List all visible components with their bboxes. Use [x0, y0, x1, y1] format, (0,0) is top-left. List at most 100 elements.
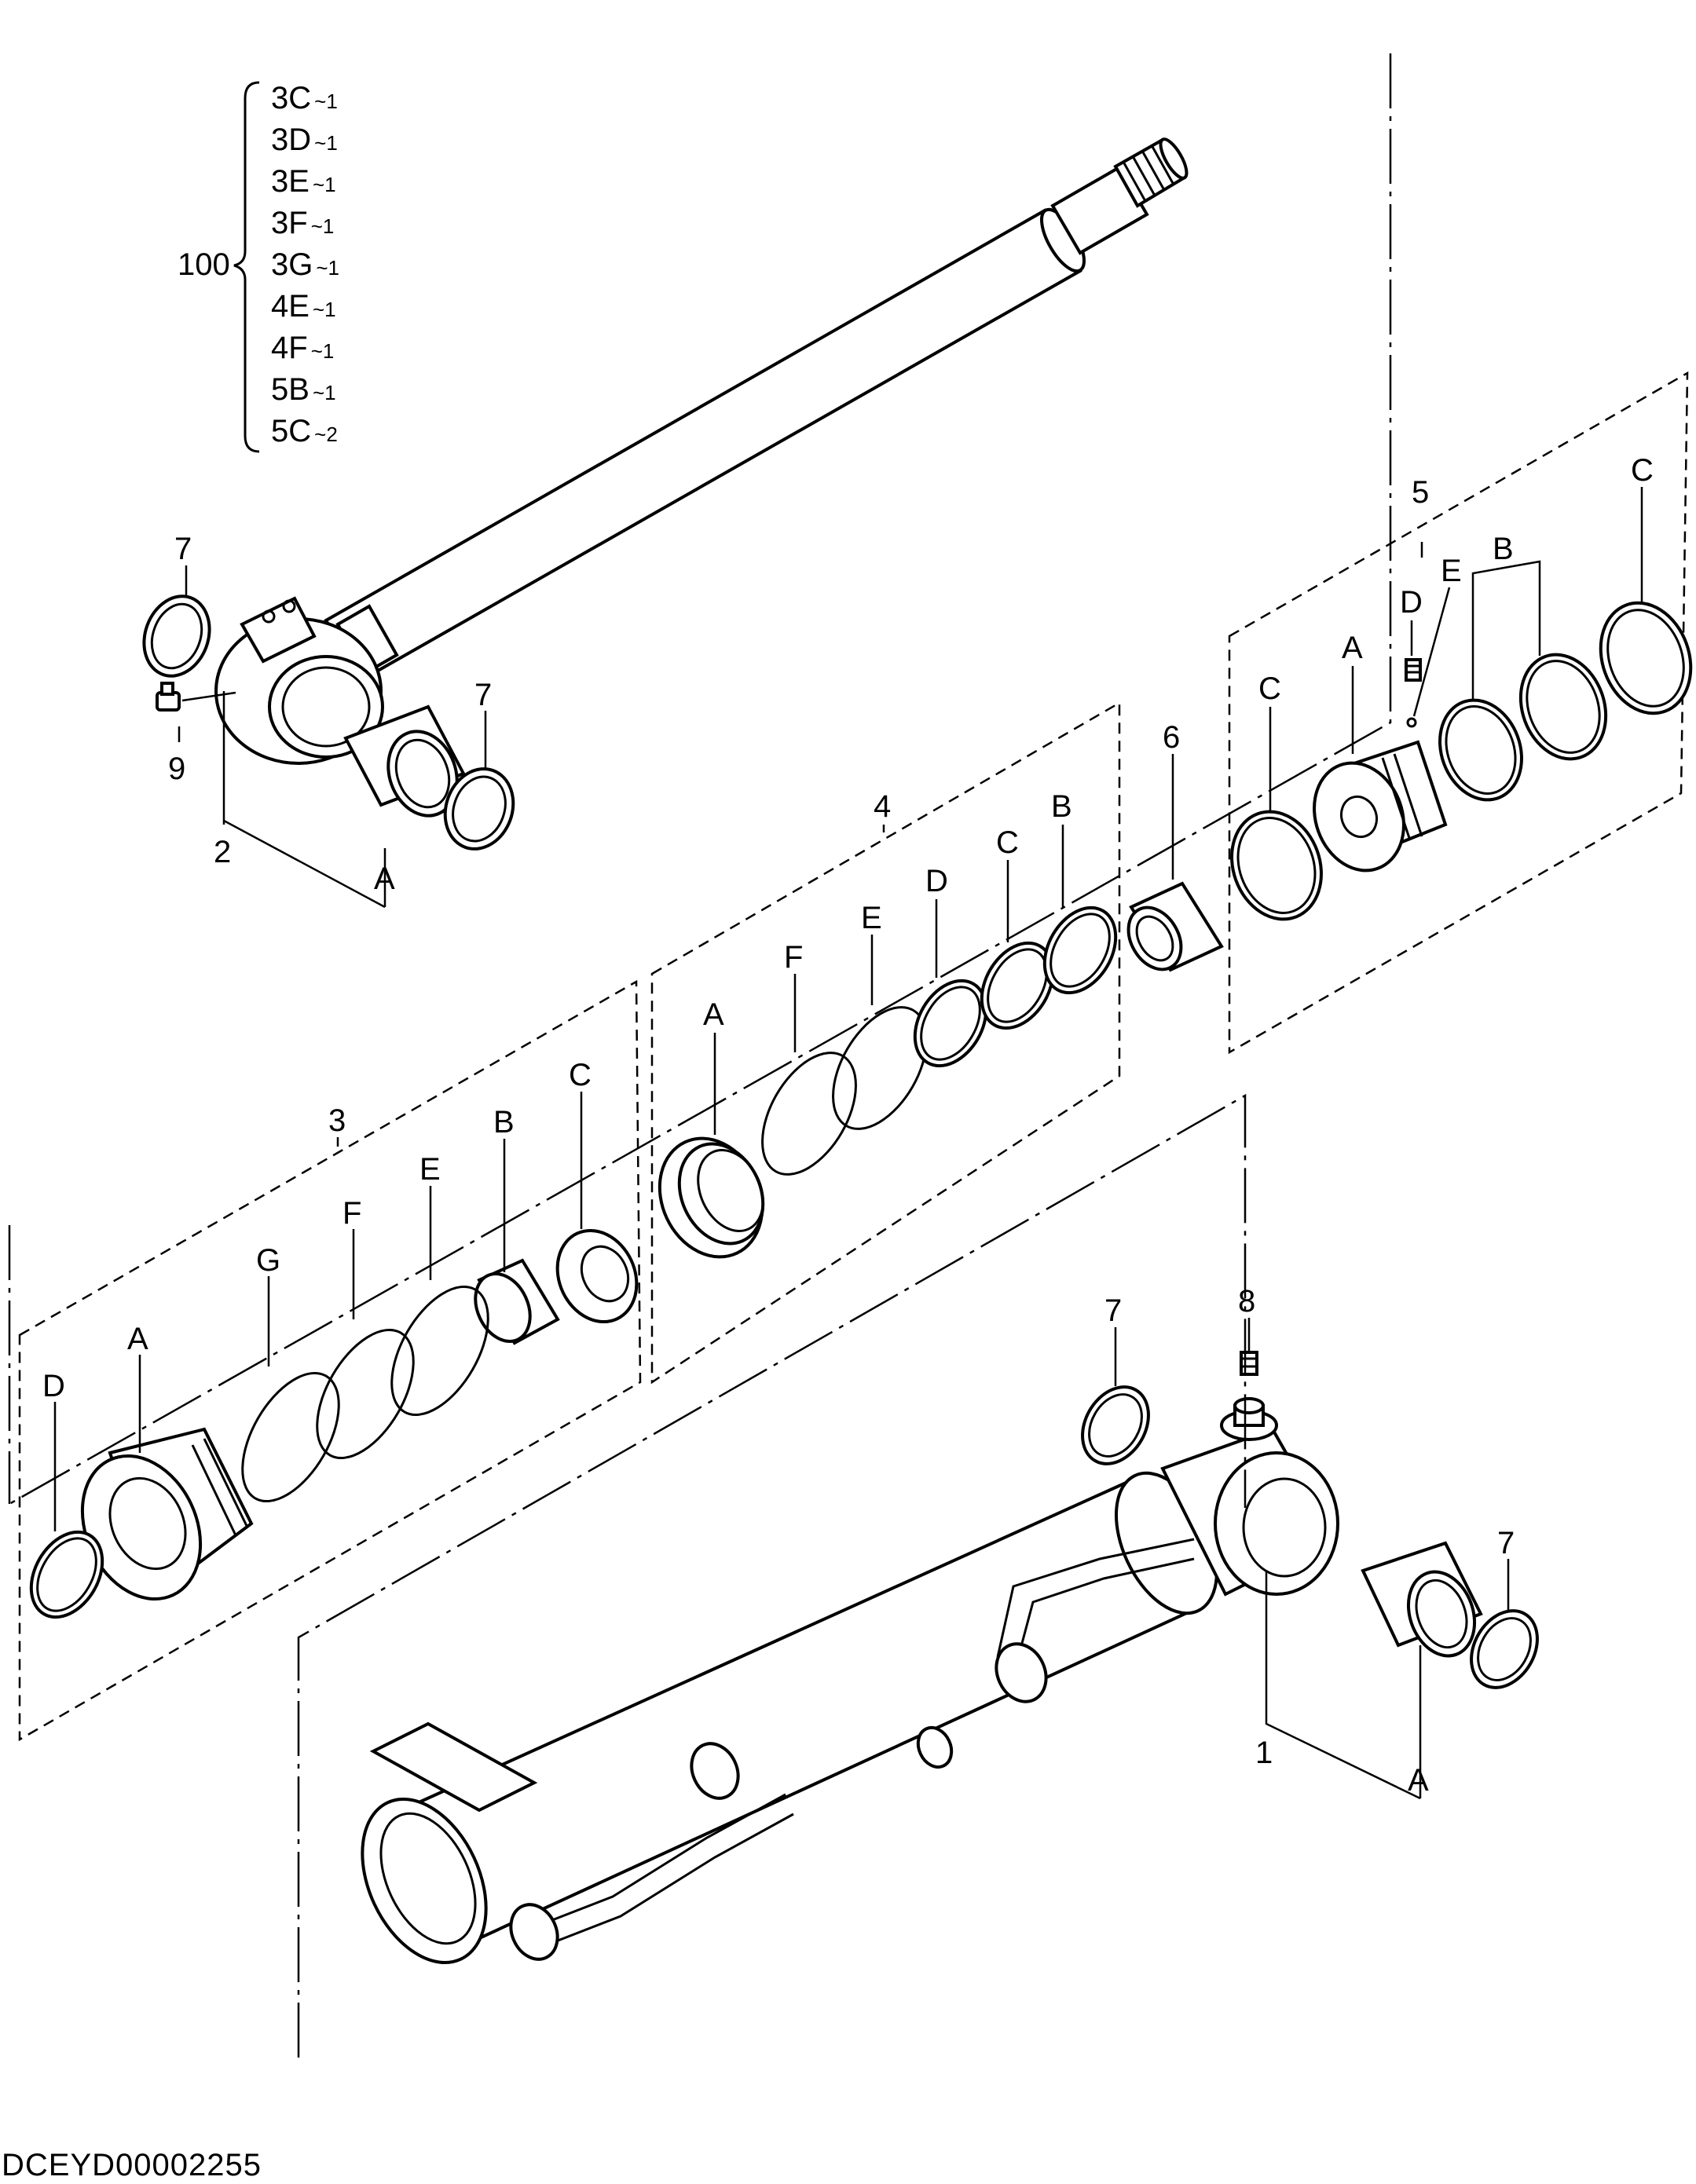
- tube-mount-pad: [369, 1721, 538, 1813]
- g3-f-ring: [316, 1328, 415, 1460]
- g5-b-ring-2: [1518, 653, 1608, 761]
- rod-tip: [1159, 137, 1189, 180]
- oil-pipe-lower: [541, 1793, 786, 1926]
- g5-set-screw: [1405, 658, 1422, 682]
- g4-f-ring: [761, 1052, 857, 1176]
- callout-group-5: 5: [1412, 475, 1429, 510]
- callout-g3-g: G: [256, 1243, 280, 1278]
- subpart-entry: 5B~1: [271, 372, 336, 407]
- rod-body: [324, 208, 1082, 682]
- subpart-qty: ~1: [313, 173, 336, 196]
- callout-g3-a: A: [127, 1322, 148, 1356]
- group-4-box: [650, 701, 1121, 1385]
- callout-rod-eye-2: 2: [214, 835, 231, 869]
- callout-grease-8: 8: [1238, 1284, 1255, 1319]
- callout-rod-seal-7b: 7: [474, 678, 492, 712]
- document-code: DCEYD00002255: [2, 2148, 262, 2182]
- spacer-6: [1126, 881, 1224, 972]
- rod-eye-bore-inner: [281, 666, 371, 748]
- g3-cylinder-head: [80, 1427, 254, 1601]
- tube-mouth: [361, 1798, 488, 1964]
- callout-g4-c: C: [996, 825, 1019, 860]
- oil-pipe-upper: [996, 1538, 1195, 1658]
- g5-c-right-ring: [1599, 601, 1693, 715]
- assembly-100-list: 100 3C~13D~13E~13F~13G~14E~14F~15B~15C~2: [178, 81, 339, 453]
- subpart-code: 4E: [271, 289, 310, 324]
- subpart-entry: 4E~1: [271, 289, 336, 324]
- callout-grease-9: 9: [168, 752, 185, 786]
- subpart-code: 5C: [271, 414, 311, 448]
- callout-g3-f: F: [342, 1196, 361, 1231]
- g4-d-ring: [913, 979, 988, 1068]
- subpart-code: 3C: [271, 81, 311, 115]
- callout-g3-d: D: [42, 1369, 65, 1403]
- callout-rod-seal-7a: 7: [174, 532, 192, 566]
- subpart-entry: 3F~1: [271, 206, 334, 240]
- subpart-qty: ~1: [314, 90, 338, 113]
- tube-eye-bore: [1242, 1477, 1327, 1578]
- group-4-parts: [658, 905, 1118, 1259]
- callout-tube-seal-7b: 7: [1497, 1526, 1515, 1560]
- g3-d-ring: [29, 1530, 104, 1619]
- pipe-plug: [916, 1725, 954, 1769]
- tube-eye: [1214, 1451, 1339, 1596]
- subpart-code: 5B: [271, 372, 310, 407]
- assembly-number: 100: [178, 247, 230, 282]
- callout-g3-e: E: [419, 1152, 441, 1187]
- group-3-parts: [29, 1228, 639, 1619]
- callout-g4-b: B: [1051, 789, 1072, 824]
- callout-tube-1: 1: [1255, 1736, 1273, 1770]
- callout-g3-b: B: [493, 1105, 515, 1140]
- callout-g4-d: D: [925, 864, 948, 898]
- subpart-list: 3C~13D~13E~13F~13G~14E~14F~15B~15C~2: [271, 81, 339, 448]
- g3-c-collar: [555, 1228, 639, 1324]
- group-3-box: [18, 979, 642, 1742]
- piston-rod: [142, 137, 1189, 851]
- grease-fitting-8: [1220, 1351, 1278, 1441]
- callout-tube-bush-a: A: [1408, 1763, 1429, 1798]
- g5-ball: [1406, 717, 1417, 728]
- rod-eye-bore: [268, 655, 384, 759]
- rod-neck: [1050, 165, 1149, 255]
- subpart-qty: ~1: [313, 381, 336, 404]
- subpart-qty: ~1: [311, 214, 335, 238]
- rod-bushing-a: [343, 704, 466, 818]
- g5-c-left-ring: [1230, 810, 1323, 921]
- callout-g5-a: A: [1342, 631, 1363, 665]
- group-5-parts: [1230, 601, 1693, 921]
- thread-lines: [1122, 145, 1175, 202]
- leader-lines: [53, 487, 1643, 1800]
- rod-seal-7a-ring: [142, 594, 211, 678]
- callout-group-4: 4: [874, 789, 891, 824]
- subpart-entry: 5C~2: [271, 414, 338, 448]
- g3-g-ring: [241, 1371, 340, 1503]
- callout-labels: 7 7 9 2 A 5 C A D E B C 6 4 A F E D C B …: [42, 453, 1654, 1798]
- callout-g5-c-right: C: [1631, 453, 1654, 488]
- pipe-clamp-block: [690, 1742, 740, 1800]
- callout-rod-bush-a: A: [374, 862, 395, 896]
- callout-g4-e: E: [861, 901, 882, 935]
- callout-tube-seal-7a: 7: [1104, 1293, 1122, 1328]
- subpart-qty: ~1: [313, 298, 336, 321]
- callout-g4-a: A: [703, 997, 724, 1032]
- callout-spacer-6: 6: [1163, 720, 1180, 755]
- tube-body: [390, 1478, 1204, 1946]
- rod-eye-boss: [240, 596, 317, 664]
- pipe-elbow-block: [995, 1642, 1048, 1703]
- cylinder-tube: [361, 1351, 1539, 1964]
- grease-fitting-9: [156, 682, 236, 712]
- group-5-box: [1228, 371, 1689, 1055]
- g5-b-ring-1: [1438, 698, 1523, 802]
- subpart-code: 4F: [271, 331, 308, 365]
- subpart-qty: ~1: [314, 131, 338, 155]
- subpart-code: 3D: [271, 123, 311, 157]
- subpart-entry: 3E~1: [271, 164, 336, 199]
- callout-g4-f: F: [784, 940, 803, 975]
- subpart-entry: 3G~1: [271, 247, 339, 282]
- subpart-entry: 3C~1: [271, 81, 338, 115]
- subpart-code: 3G: [271, 247, 313, 282]
- callout-g5-c-left: C: [1258, 671, 1281, 706]
- subpart-qty: ~2: [314, 423, 338, 446]
- callout-g5-d: D: [1400, 585, 1423, 620]
